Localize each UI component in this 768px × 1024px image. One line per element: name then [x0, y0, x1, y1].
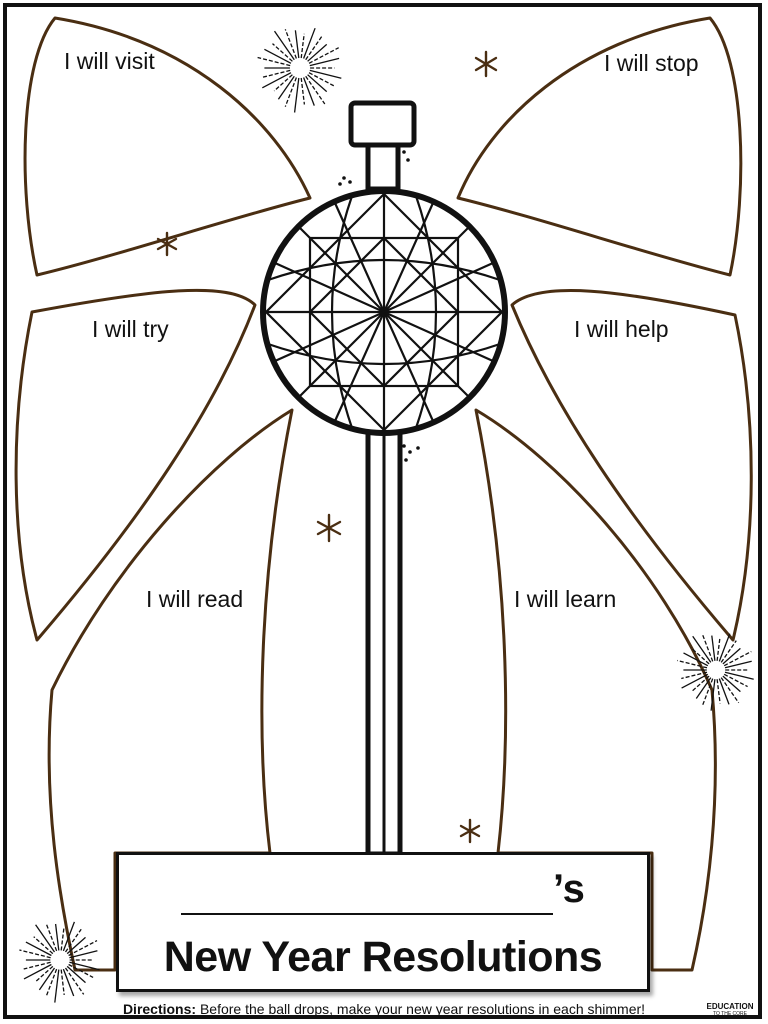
directions-lead: Directions:: [122, 1001, 197, 1017]
sparkle-dots: [338, 150, 420, 462]
shimmer-learn[interactable]: [474, 408, 717, 972]
shimmer-label-visit: I will visit: [64, 48, 155, 74]
brand-line-2: TO THE CORE: [713, 1011, 747, 1017]
directions-text: Directions: Before the ball drops, make …: [0, 1001, 768, 1017]
shimmer-label-try: I will try: [92, 316, 169, 342]
brand-logo: EDUCATION TO THE CORE: [702, 1003, 758, 1017]
shimmer-read[interactable]: [47, 408, 294, 972]
shimmer-label-learn: I will learn: [514, 586, 617, 612]
star-sparkle-icon: [156, 231, 178, 257]
pole-top-cap: [348, 100, 417, 192]
shimmer-visit[interactable]: [23, 16, 312, 277]
star-sparkle-icon: [316, 513, 342, 543]
brand-line-1: EDUCATION: [706, 1002, 754, 1011]
star-sparkle-icon: [459, 818, 481, 844]
directions-body: Before the ball drops, make your new yea…: [196, 1001, 646, 1017]
star-sparkle-icon: [474, 50, 498, 78]
shimmer-try[interactable]: [14, 288, 257, 642]
name-blank-line[interactable]: [181, 913, 553, 915]
shimmer-label-stop: I will stop: [604, 50, 699, 76]
shimmer-stop[interactable]: [456, 16, 743, 277]
shimmer-label-help: I will help: [574, 316, 669, 342]
possessive-suffix: ’s: [553, 867, 585, 911]
page-border: [3, 3, 762, 1019]
page-title: New Year Resolutions: [163, 933, 603, 981]
shimmer-help[interactable]: [510, 289, 753, 642]
title-box: ’s New Year Resolutions: [116, 852, 650, 992]
disco-ball-icon: [260, 188, 508, 436]
shimmer-label-read: I will read: [146, 586, 244, 612]
ball-pole: [365, 427, 403, 857]
firework-burst-icon: [677, 633, 754, 711]
firework-burst-icon: [257, 27, 342, 113]
firework-burst-icon: [19, 921, 100, 1003]
